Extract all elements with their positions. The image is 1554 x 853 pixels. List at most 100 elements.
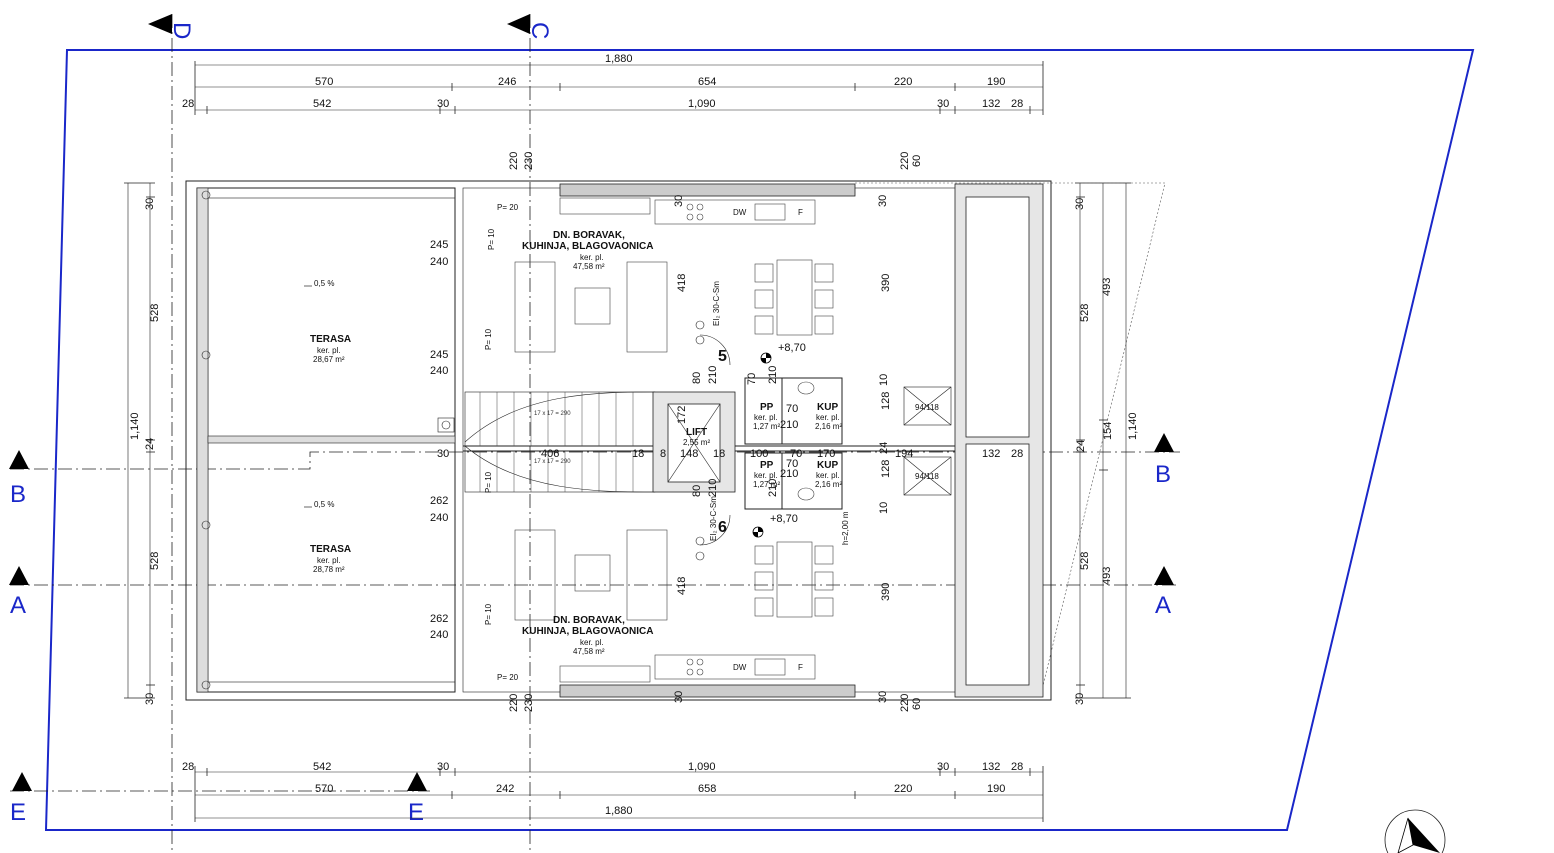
- dim-top-r2-3: 1,090: [688, 98, 716, 110]
- section-label-b-left: B: [10, 481, 26, 508]
- living-upper-label: ker. pl.: [580, 253, 604, 262]
- dims-bottom: 28 542 30 1,090 30 132 28 570 242 658 22…: [182, 761, 1044, 822]
- living-lower-label: ker. pl.: [580, 638, 604, 647]
- idim-10-b: 10: [878, 502, 890, 514]
- window-size-1: 94/118: [915, 403, 939, 412]
- staircase: 17 x 17 = 290 17 x 17 = 290: [464, 391, 656, 493]
- idim-80-a: 80: [691, 372, 703, 384]
- dim-left-4: 528: [149, 552, 161, 570]
- idim-30-c: 30: [673, 691, 685, 703]
- dim-top-r1-3: 220: [894, 76, 912, 88]
- terasa-lower-label: ker. pl.: [317, 556, 341, 565]
- dim-right-5: 24: [1075, 440, 1087, 452]
- idim-18-b: 18: [713, 448, 725, 460]
- door-arc-lower: [699, 514, 731, 546]
- lift-name: LIFT: [686, 427, 707, 438]
- pp-lower-label: ker. pl.: [754, 471, 778, 480]
- roof-overhang-outline: [855, 182, 1166, 699]
- idim-80-b: 80: [691, 485, 703, 497]
- bathrooms: [744, 377, 843, 510]
- door-code-upper: EI₂ 30-C-Sm: [712, 281, 721, 326]
- dim-bot-r2-4: 190: [987, 783, 1005, 795]
- door-code-lower: EI₂ 30-C-Sm: [709, 496, 718, 541]
- kup-upper-area: 2,16 m²: [815, 422, 842, 431]
- idim-240d: 240: [430, 629, 448, 641]
- dim-right-1: 528: [1079, 304, 1091, 322]
- dim-right-2: 493: [1101, 278, 1113, 296]
- idim-100: 100: [750, 448, 768, 460]
- kup-upper-label: ker. pl.: [816, 413, 840, 422]
- idim-170: 170: [817, 448, 835, 460]
- north-arrow: [1384, 809, 1446, 853]
- living-upper-area: 47,58 m²: [573, 262, 605, 271]
- idim-245b: 245: [430, 349, 448, 361]
- dim-left-3: 24: [144, 438, 156, 450]
- idim-60-bot: 60: [911, 698, 923, 710]
- stair-note-lower: 17 x 17 = 290: [534, 459, 571, 465]
- skylights: 94/118 94/118: [903, 386, 952, 496]
- section-arrow-d: [148, 14, 172, 34]
- idim-240a: 240: [430, 256, 448, 268]
- unit-number-6: 6: [718, 519, 727, 536]
- idim-262b: 262: [430, 613, 448, 625]
- dim-bot-r2-1: 242: [496, 783, 514, 795]
- idim-390-upper: 390: [880, 274, 892, 292]
- section-arrow-a-right: [1154, 566, 1174, 585]
- idim-230-top: 230: [523, 152, 535, 170]
- dim-bot-r1-2: 30: [437, 761, 449, 773]
- level-lower: +8,70: [770, 513, 798, 525]
- dims-left: 30 528 1,140 24 528 30: [124, 182, 161, 705]
- section-arrow-a-left: [9, 566, 29, 585]
- pp-lower-name: PP: [760, 460, 774, 471]
- idim-8-a: 8: [660, 448, 666, 460]
- interior-dims: 245 240 245 240 262 240 262 240 220 230 …: [430, 152, 1023, 712]
- dim-bot-overall: 1,880: [605, 805, 633, 817]
- section-label-c-top: C: [526, 22, 553, 39]
- idim-70-c: 70: [786, 458, 798, 470]
- idim-210-b: 210: [707, 479, 719, 497]
- section-label-e-right: E: [408, 799, 424, 826]
- idim-70-b: 70: [786, 403, 798, 415]
- furniture-upper: [514, 197, 834, 353]
- dim-top-r2-0: 28: [182, 98, 194, 110]
- dim-left-0: 30: [144, 198, 156, 210]
- dim-left-2: 1,140: [129, 412, 141, 440]
- section-arrow-e-right: [407, 772, 427, 791]
- terasa-upper-area: 28,67 m²: [313, 355, 345, 364]
- label-bath-upper: PP ker. pl. 1,27 m² KUP ker. pl. 2,16 m²: [753, 402, 842, 431]
- level-upper: +8,70: [778, 342, 806, 354]
- idim-70: 70: [790, 448, 802, 460]
- dim-right-7: 493: [1101, 567, 1113, 585]
- section-line-b: [10, 451, 1180, 470]
- section-label-a-right: A: [1155, 592, 1171, 619]
- label-living-lower: DN. BORAVAK, KUHINJA, BLAGOVAONICA ker. …: [522, 615, 653, 656]
- dim-right-8: 30: [1074, 693, 1086, 705]
- idim-10-a: 10: [878, 374, 890, 386]
- parapet-top: P= 20: [497, 203, 519, 212]
- dim-bot-r1-5: 132: [982, 761, 1000, 773]
- level-marker-upper: [760, 352, 772, 364]
- appliance-f-upper: F: [798, 208, 803, 217]
- idim-245a: 245: [430, 239, 448, 251]
- dim-top-r2-2: 30: [437, 98, 449, 110]
- idim-240c: 240: [430, 512, 448, 524]
- living-lower-name1: DN. BORAVAK,: [553, 615, 625, 626]
- idim-128-b: 128: [880, 460, 892, 478]
- dim-bot-r1-1: 542: [313, 761, 331, 773]
- window-size-2: 94/118: [915, 472, 939, 481]
- appliance-f-lower: F: [798, 663, 803, 672]
- idim-262a: 262: [430, 495, 448, 507]
- idim-220-top: 220: [508, 152, 520, 170]
- parapet-side-2: P= 10: [484, 328, 493, 350]
- dim-bot-r2-3: 220: [894, 783, 912, 795]
- idim-132: 132: [982, 448, 1000, 460]
- dim-top-r1-2: 654: [698, 76, 716, 88]
- idim-210-a: 210: [707, 366, 719, 384]
- lift-shaft: [652, 391, 736, 493]
- terasa-upper-label: ker. pl.: [317, 346, 341, 355]
- appliance-dw-lower: DW: [733, 663, 747, 672]
- section-arrow-b-right: [1154, 433, 1174, 452]
- pp-upper-area: 1,27 m²: [753, 422, 780, 431]
- idim-210-e: 210: [780, 419, 798, 431]
- building-walls: [185, 180, 1052, 701]
